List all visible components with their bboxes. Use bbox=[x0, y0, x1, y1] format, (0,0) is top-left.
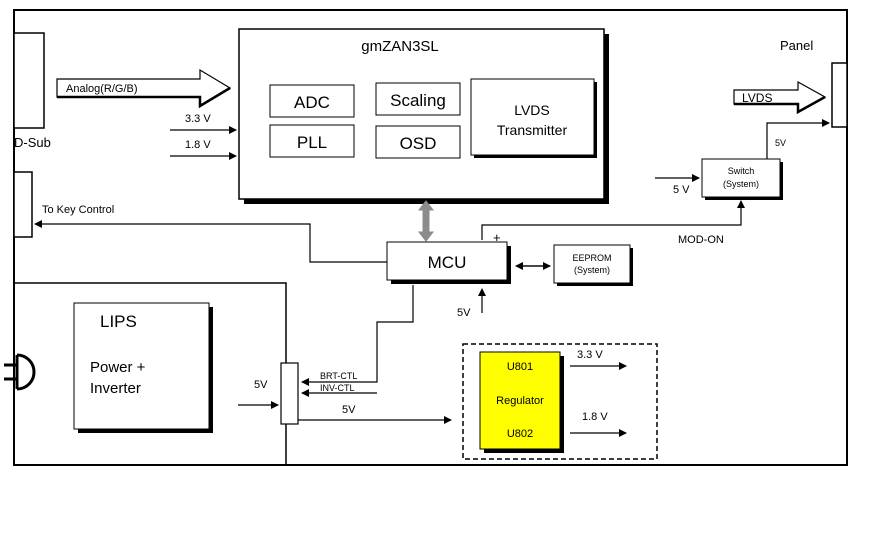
mcu-5v-label: 5V bbox=[457, 307, 471, 319]
in-3v3-label: 3.3 V bbox=[185, 113, 211, 125]
scaler-title: gmZAN3SL bbox=[361, 38, 439, 55]
lvds-transmitter-block bbox=[470, 78, 595, 156]
key-control-wire bbox=[34, 220, 387, 263]
lips-label-1: Power + bbox=[90, 359, 146, 376]
eeprom-label-1: EEPROM bbox=[572, 253, 611, 263]
scaling-label: Scaling bbox=[390, 91, 446, 110]
pll-label: PLL bbox=[297, 133, 327, 152]
switch-block bbox=[701, 158, 781, 198]
adc-block bbox=[269, 84, 355, 118]
mcu-plus-label: + bbox=[493, 230, 501, 245]
scaling-block bbox=[375, 82, 461, 116]
switch-label-1: Switch bbox=[728, 166, 755, 176]
mcu-label: MCU bbox=[428, 253, 467, 272]
reg-out-1v8-label: 1.8 V bbox=[582, 411, 608, 423]
switch-label-2: (System) bbox=[723, 179, 759, 189]
in-1v8-label: 1.8 V bbox=[185, 139, 211, 151]
switch-in-5v-label: 5 V bbox=[673, 184, 690, 196]
lips-out-5v-label: 5V bbox=[342, 404, 356, 416]
lips-connector bbox=[280, 362, 299, 425]
regulator-group bbox=[462, 343, 658, 460]
lips-title: LIPS bbox=[100, 312, 137, 331]
power-plug-icon bbox=[4, 353, 36, 391]
osd-block bbox=[375, 125, 461, 159]
switch-out-wire bbox=[766, 119, 830, 159]
pll-block bbox=[269, 124, 355, 158]
scaler-mcu-bus-arrow bbox=[417, 200, 435, 242]
mod-on-wire bbox=[481, 200, 745, 240]
analog-rgb-label: Analog(R/G/B) bbox=[66, 83, 138, 95]
mod-on-label: MOD-ON bbox=[678, 234, 724, 246]
regulator-u802-label: U802 bbox=[507, 428, 533, 440]
eeprom-label-2: (System) bbox=[574, 265, 610, 275]
brt-ctl-label: BRT-CTL bbox=[320, 371, 357, 381]
switch-out-5v-label: 5V bbox=[775, 138, 786, 148]
mcu-block bbox=[386, 241, 508, 281]
regulator-label: Regulator bbox=[496, 395, 544, 407]
reg-out-3v3-label: 3.3 V bbox=[577, 349, 603, 361]
adc-label: ADC bbox=[294, 93, 330, 112]
osd-label: OSD bbox=[400, 134, 437, 153]
panel-connector bbox=[831, 62, 848, 128]
lvds-label: LVDS bbox=[742, 91, 772, 105]
lvds-transmitter-label-1: LVDS bbox=[514, 102, 550, 118]
lips-block bbox=[73, 302, 210, 430]
analog-rgb-arrow-shade bbox=[57, 86, 231, 109]
dsub-label: D-Sub bbox=[14, 135, 51, 150]
key-control-connector bbox=[13, 171, 33, 238]
lvds-transmitter-label-2: Transmitter bbox=[497, 122, 568, 138]
lvds-arrow-shade bbox=[734, 95, 826, 115]
lips-label-2: Inverter bbox=[90, 380, 141, 397]
lips-in-5v-label: 5V bbox=[254, 379, 268, 391]
panel-label: Panel bbox=[780, 38, 813, 53]
key-control-label: To Key Control bbox=[42, 204, 114, 216]
eeprom-block bbox=[553, 244, 631, 284]
regulator-u801-label: U801 bbox=[507, 361, 533, 373]
inv-ctl-label: INV-CTL bbox=[320, 383, 355, 393]
brt-ctl-wire bbox=[301, 285, 414, 386]
dsub-connector bbox=[13, 32, 45, 129]
regulator-block bbox=[479, 351, 561, 450]
